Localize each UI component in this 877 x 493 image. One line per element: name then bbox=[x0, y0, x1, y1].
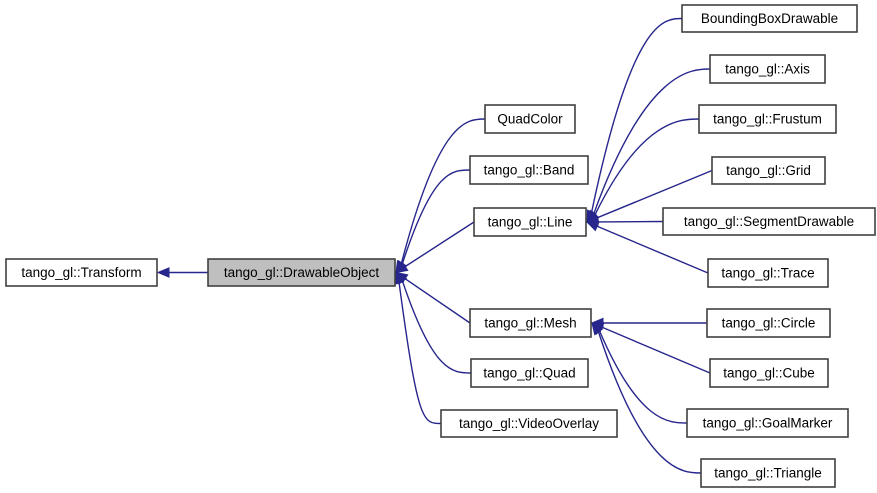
class-node-box[interactable] bbox=[707, 258, 829, 288]
class-node-box[interactable] bbox=[698, 104, 837, 134]
class-node-label: tango_gl::Axis bbox=[725, 62, 810, 77]
class-node-label: tango_gl::Line bbox=[488, 215, 573, 230]
node-layer: tango_gl::Transform tango_gl::DrawableObj… bbox=[5, 4, 876, 488]
edge-cube-to-mesh bbox=[601, 326, 711, 374]
inheritance-arrowhead bbox=[156, 267, 170, 278]
class-node-box[interactable] bbox=[711, 156, 826, 185]
class-node-label: tango_gl::Cube bbox=[723, 366, 815, 381]
edge-videooverlay-to-drawableobject bbox=[398, 282, 442, 425]
class-node-box[interactable] bbox=[709, 358, 829, 388]
class-node-axis[interactable]: tango_gl::Axis bbox=[709, 54, 826, 84]
class-node-grid[interactable]: tango_gl::Grid bbox=[711, 156, 826, 185]
edge-line-to-drawableobject bbox=[404, 221, 475, 268]
class-node-label: BoundingBoxDrawable bbox=[701, 11, 838, 26]
edge-grid-to-line bbox=[596, 169, 713, 219]
class-node-label: tango_gl::Quad bbox=[483, 366, 575, 381]
class-node-label: tango_gl::VideoOverlay bbox=[459, 416, 599, 431]
class-node-mesh[interactable]: tango_gl::Mesh bbox=[469, 308, 592, 338]
class-node-box[interactable] bbox=[709, 54, 826, 84]
class-node-frustum[interactable]: tango_gl::Frustum bbox=[698, 104, 837, 134]
class-node-box[interactable] bbox=[473, 207, 587, 237]
class-node-box[interactable] bbox=[440, 409, 618, 438]
edge-goalmarker-to-mesh bbox=[598, 330, 688, 424]
inheritance-arrowhead bbox=[591, 321, 604, 336]
class-node-box[interactable] bbox=[207, 258, 396, 287]
class-node-trace[interactable]: tango_gl::Trace bbox=[707, 258, 829, 288]
class-node-quad[interactable]: tango_gl::Quad bbox=[470, 358, 589, 388]
class-node-box[interactable] bbox=[662, 207, 876, 236]
edge-quad-to-drawableobject bbox=[401, 281, 472, 374]
edge-axis-to-line bbox=[593, 68, 711, 214]
class-node-circle[interactable]: tango_gl::Circle bbox=[706, 308, 831, 338]
inheritance-arrowhead bbox=[394, 261, 409, 274]
class-node-band[interactable]: tango_gl::Band bbox=[469, 155, 589, 185]
class-node-boundingboxdrawable[interactable]: BoundingBoxDrawable bbox=[681, 4, 858, 33]
class-node-box[interactable] bbox=[469, 308, 592, 338]
class-node-label: tango_gl::Triangle bbox=[714, 466, 822, 481]
class-node-segmentdrawable[interactable]: tango_gl::SegmentDrawable bbox=[662, 207, 876, 236]
class-node-box[interactable] bbox=[706, 308, 831, 338]
class-node-box[interactable] bbox=[700, 458, 836, 488]
class-node-cube[interactable]: tango_gl::Cube bbox=[709, 358, 829, 388]
class-node-box[interactable] bbox=[469, 155, 589, 185]
class-node-label: tango_gl::Circle bbox=[722, 316, 816, 331]
class-node-box[interactable] bbox=[686, 408, 849, 438]
class-node-drawableobject[interactable]: tango_gl::DrawableObject bbox=[207, 258, 396, 287]
class-node-label: tango_gl::Transform bbox=[21, 265, 141, 280]
class-node-box[interactable] bbox=[5, 258, 158, 287]
class-node-box[interactable] bbox=[484, 104, 576, 134]
class-node-label: tango_gl::Mesh bbox=[484, 316, 576, 331]
edge-mesh-to-drawableobject bbox=[404, 278, 471, 324]
class-node-label: tango_gl::Grid bbox=[726, 163, 811, 178]
class-node-label: QuadColor bbox=[497, 112, 563, 127]
class-node-triangle[interactable]: tango_gl::Triangle bbox=[700, 458, 836, 488]
edge-frustum-to-line bbox=[594, 118, 700, 215]
edge-band-to-drawableobject bbox=[401, 169, 471, 264]
edge-trace-to-line bbox=[596, 225, 709, 274]
class-node-line[interactable]: tango_gl::Line bbox=[473, 207, 587, 237]
class-node-label: tango_gl::GoalMarker bbox=[703, 416, 833, 431]
class-node-goalmarker[interactable]: tango_gl::GoalMarker bbox=[686, 408, 849, 438]
class-node-box[interactable] bbox=[681, 4, 858, 33]
class-node-label: tango_gl::Band bbox=[484, 163, 575, 178]
class-node-box[interactable] bbox=[470, 358, 589, 388]
class-node-transform[interactable]: tango_gl::Transform bbox=[5, 258, 158, 287]
class-node-quadcolor[interactable]: QuadColor bbox=[484, 104, 576, 134]
class-node-videooverlay[interactable]: tango_gl::VideoOverlay bbox=[440, 409, 618, 438]
edge-quadcolor-to-drawableobject bbox=[400, 118, 486, 264]
edge-boundingboxdrawable-to-line bbox=[590, 17, 683, 213]
edge-layer bbox=[156, 17, 713, 474]
inheritance-arrowhead bbox=[585, 221, 600, 232]
class-node-label: tango_gl::Frustum bbox=[713, 112, 822, 127]
class-node-label: tango_gl::Trace bbox=[721, 266, 814, 281]
edge-triangle-to-mesh bbox=[597, 331, 702, 474]
class-node-label: tango_gl::DrawableObject bbox=[224, 265, 380, 280]
class-node-label: tango_gl::SegmentDrawable bbox=[684, 214, 854, 229]
